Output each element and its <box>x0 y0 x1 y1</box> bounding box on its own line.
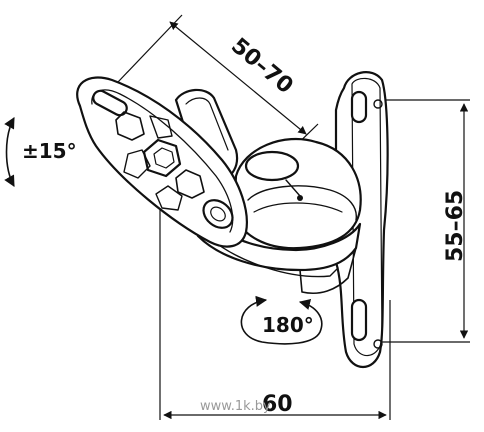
upper-slot <box>350 90 368 124</box>
height-label: 55–65 <box>443 190 468 262</box>
width-label: 60 <box>262 392 293 417</box>
arm-length-label: 50–70 <box>226 33 297 99</box>
tilt-arrow-icon <box>4 117 15 187</box>
watermark: www.1k.by <box>200 399 271 414</box>
swivel-arrow-icon <box>240 295 323 345</box>
tilt-indicator <box>4 117 15 187</box>
plate-slot-left <box>92 89 128 117</box>
hex-center <box>142 138 182 178</box>
swivel-indicator <box>240 295 323 345</box>
lower-slot <box>350 298 368 342</box>
tilt-label: ±15° <box>22 139 77 163</box>
swivel-label: 180° <box>262 313 314 337</box>
wall-bracket <box>76 71 389 369</box>
plate-slot-right <box>202 199 234 229</box>
